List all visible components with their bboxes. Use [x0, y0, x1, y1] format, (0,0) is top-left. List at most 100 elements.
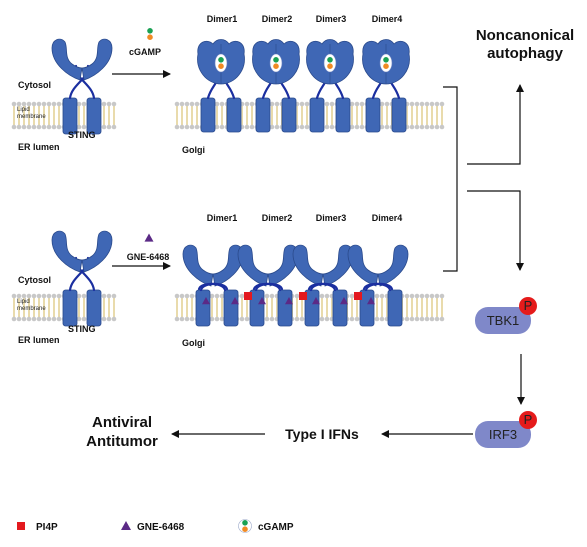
- lipid-head: [189, 124, 195, 130]
- lipid-head: [184, 293, 190, 299]
- lipid-head: [414, 293, 420, 299]
- lipid-head: [269, 101, 275, 107]
- lipid-head: [51, 124, 57, 130]
- cgamp-orange-half: [242, 526, 248, 532]
- lipid-head: [379, 293, 385, 299]
- closed-lbd-2: [252, 39, 300, 85]
- lipid-head: [41, 101, 47, 107]
- oligomer-lbd-4: [347, 244, 409, 287]
- lipid-head: [189, 293, 195, 299]
- lipid-head: [184, 124, 190, 130]
- sting-inactive-lbd: [51, 230, 113, 273]
- sting-label-top: STING: [68, 130, 96, 140]
- lipid-head: [184, 101, 190, 107]
- lipid-head: [264, 316, 270, 322]
- lipid-head: [439, 316, 445, 322]
- antitumor-label: Antitumor: [86, 433, 158, 450]
- lipid-head: [106, 316, 112, 322]
- lipid-head: [239, 293, 245, 299]
- lipid-head: [349, 124, 355, 130]
- lipid-head: [419, 293, 425, 299]
- lipid-head: [429, 101, 435, 107]
- lipid-head: [244, 124, 250, 130]
- gne-6468-bound: [340, 297, 348, 305]
- lipid-head: [264, 293, 270, 299]
- sting-tm-helix: [335, 97, 351, 133]
- lipid-head: [269, 124, 275, 130]
- lipid-head: [16, 124, 22, 130]
- lipid-head: [294, 316, 300, 322]
- lipid-head: [434, 316, 440, 322]
- lipid-head: [209, 293, 215, 299]
- lipid-head: [189, 316, 195, 322]
- cgamp-green-half: [147, 28, 153, 34]
- lipid-head: [379, 124, 385, 130]
- tbk1-node-body: [475, 307, 531, 334]
- lipid-head: [374, 293, 380, 299]
- lipid-head: [249, 124, 255, 130]
- lipid-head: [404, 316, 410, 322]
- phosphate-icon: [519, 297, 537, 315]
- cgamp-bound: [327, 57, 333, 69]
- sting-lbd-right: [377, 244, 409, 287]
- lipid-label-top-1: Lipid: [17, 107, 30, 113]
- phosphate-label: P: [524, 412, 533, 427]
- lipid-head: [36, 101, 42, 107]
- lipid-head: [46, 101, 52, 107]
- lipid-head: [81, 293, 87, 299]
- cgamp-pocket: [323, 53, 337, 73]
- active-dimer-1: [197, 39, 245, 133]
- lipid-head: [414, 101, 420, 107]
- lipid-head: [56, 101, 62, 107]
- lipid-head: [16, 316, 22, 322]
- lipid-head: [219, 293, 225, 299]
- lipid-head: [354, 101, 360, 107]
- sting-label-bottom: STING: [68, 324, 96, 334]
- sting-lbd-left: [51, 38, 83, 81]
- lipid-head: [304, 124, 310, 130]
- cgamp-orange-half: [383, 63, 389, 69]
- lipid-head: [319, 293, 325, 299]
- lipid-head: [41, 293, 47, 299]
- lipid-head: [219, 124, 225, 130]
- lipid-head: [424, 124, 430, 130]
- sting-lbd-right: [267, 244, 299, 287]
- oligomer-lbd-1: [182, 244, 244, 287]
- gne-6468-bound: [312, 297, 320, 305]
- lipid-head: [429, 124, 435, 130]
- lipid-head: [46, 316, 52, 322]
- lipid-head: [194, 101, 200, 107]
- closed-lbd-4: [362, 39, 410, 85]
- pi4p-marker: [354, 292, 362, 300]
- lipid-head: [414, 316, 420, 322]
- noncanonical-label-1: Noncanonical: [476, 27, 574, 44]
- cgamp-orange-half: [327, 63, 333, 69]
- lipid-head: [214, 293, 220, 299]
- lipid-head: [21, 316, 27, 322]
- lipid-head: [111, 124, 117, 130]
- lipid-head: [324, 101, 330, 107]
- cgamp-green-half: [383, 57, 389, 63]
- golgi-label-top: Golgi: [182, 145, 205, 155]
- lipid-head: [379, 101, 385, 107]
- lipid-head: [76, 101, 82, 107]
- lipid-head: [106, 293, 112, 299]
- legend-gne-label: GNE-6468: [137, 522, 185, 533]
- lipid-head: [56, 316, 62, 322]
- lipid-head: [56, 124, 62, 130]
- lipid-head: [11, 293, 17, 299]
- sting-connector-helix: [364, 282, 394, 292]
- sting-tm-helix: [255, 97, 271, 133]
- lipid-head: [419, 316, 425, 322]
- cgamp-green-half: [218, 57, 224, 63]
- lipid-head: [11, 124, 17, 130]
- lipid-head: [194, 124, 200, 130]
- gne-label-top: GNE-6468: [127, 252, 170, 262]
- gne-6468-bound: [202, 297, 210, 305]
- lipid-head: [76, 316, 82, 322]
- sting-tm-helix: [304, 289, 320, 327]
- lipid-head: [429, 293, 435, 299]
- lipid-head: [51, 316, 57, 322]
